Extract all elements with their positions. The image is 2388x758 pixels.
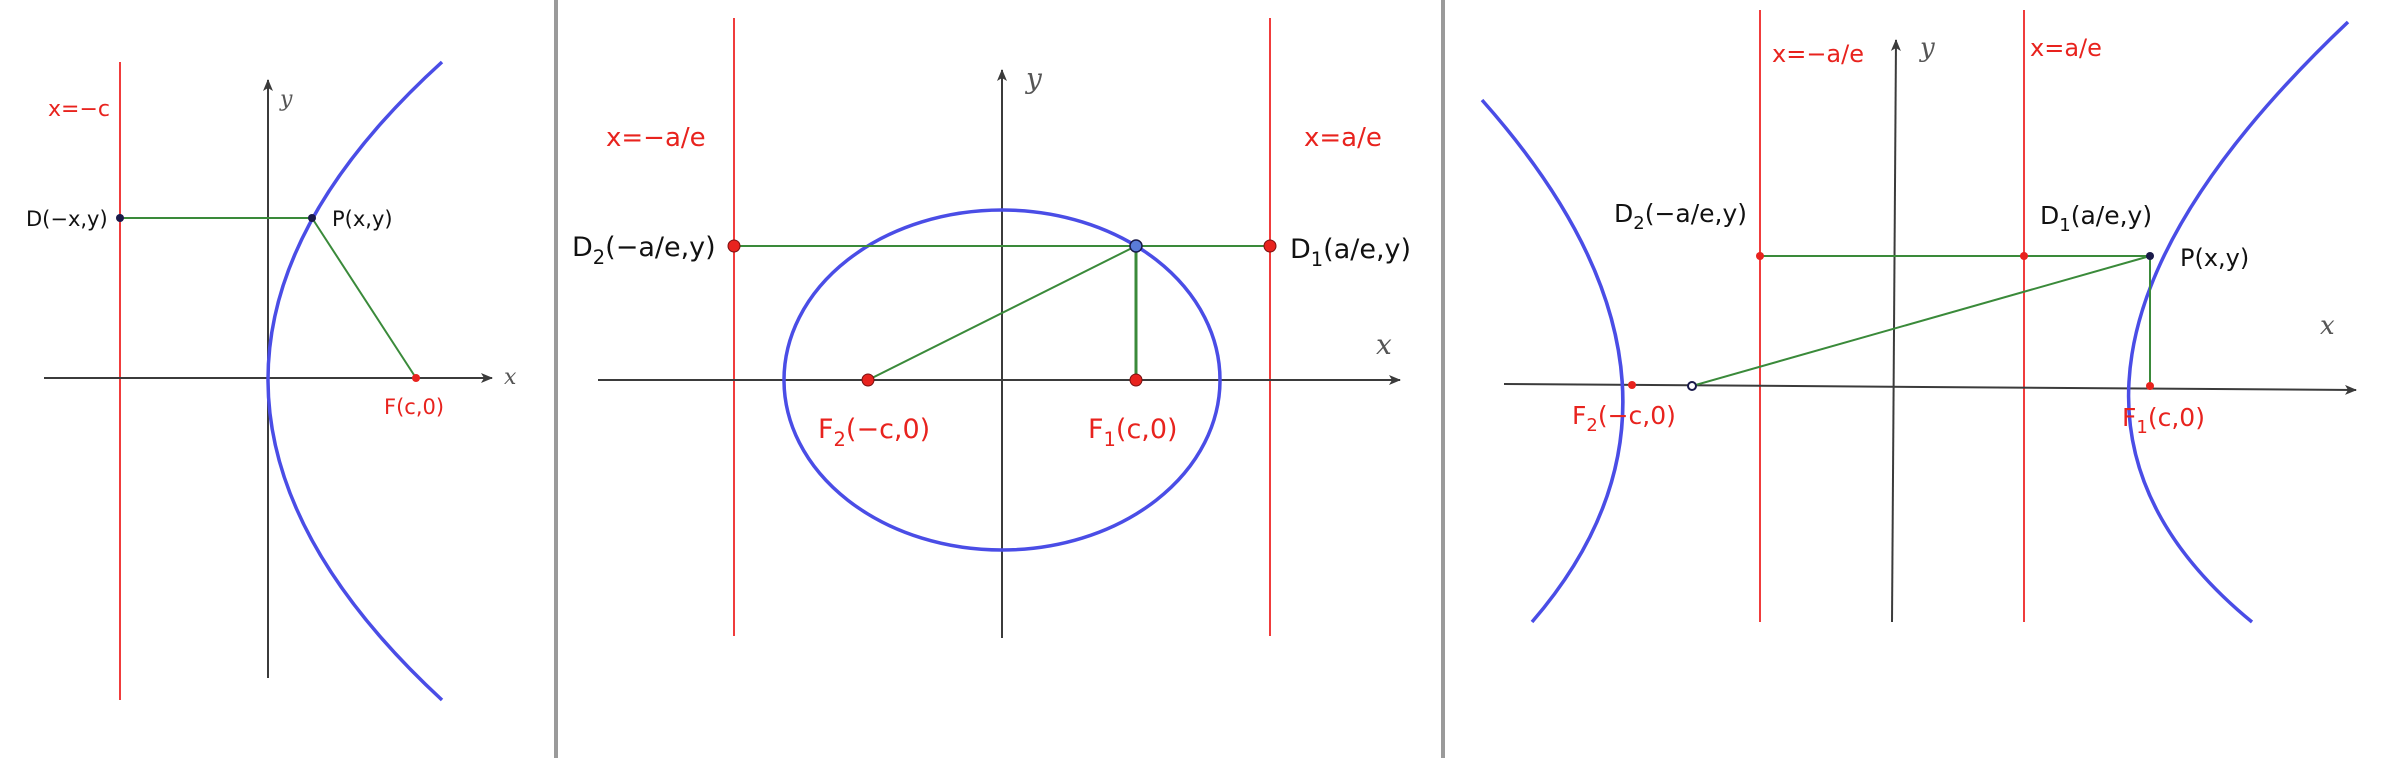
- focus-label: F(c,0): [384, 395, 444, 419]
- focus-point: [412, 374, 420, 382]
- directrix-right-label: x=a/e: [1304, 123, 1382, 153]
- focus-F1: [1129, 373, 1143, 387]
- point-D1-label: D1(a/e,y): [2040, 201, 2152, 236]
- point-D: [116, 214, 124, 222]
- segment-P-F: [311, 217, 417, 379]
- point-D2-label: D2(−a/e,y): [1614, 199, 1747, 234]
- y-axis-label: y: [1024, 62, 1043, 95]
- y-axis-label: y: [1919, 33, 1935, 63]
- point-D1-label: D1(a/e,y): [1290, 234, 1411, 271]
- directrix-left-label: x=−a/e: [1772, 40, 1864, 68]
- parabola-curve: [266, 60, 444, 702]
- focus-F2-label: F2(−c,0): [818, 414, 930, 451]
- point-D1: [1263, 239, 1277, 253]
- vertex-point: [1687, 381, 1697, 391]
- directrix-right-label: x=a/e: [2030, 34, 2102, 62]
- point-P: [1129, 239, 1143, 253]
- y-axis-label: y: [279, 87, 293, 112]
- ellipse-curve: [782, 208, 1222, 552]
- segment-F2-P: [867, 245, 1137, 381]
- focus-F1-label: F1(c,0): [2122, 403, 2205, 438]
- directrix-label: x=−c: [48, 97, 110, 122]
- x-axis-label: x: [1376, 328, 1392, 361]
- point-D1: [2020, 252, 2028, 260]
- point-P: [308, 214, 316, 222]
- point-D2: [727, 239, 741, 253]
- directrix-left-label: x=−a/e: [606, 123, 706, 153]
- x-axis-label: x: [2320, 311, 2335, 341]
- focus-F1: [2146, 382, 2154, 390]
- point-P-label: P(x,y): [332, 207, 393, 231]
- focus-F2-label: F2(−c,0): [1572, 401, 1676, 436]
- point-D2-label: D2(−a/e,y): [572, 232, 716, 269]
- hyperbola-panel: x=−a/e x=a/e D2(−a/e,y) D1(a/e,y) P(x,y)…: [1480, 10, 2357, 624]
- parabola-panel: x=−c D(−x,y) P(x,y) F(c,0) x y: [26, 60, 517, 702]
- point-D2: [1756, 252, 1764, 260]
- focus-F2: [861, 373, 875, 387]
- y-axis: [1890, 39, 1901, 623]
- hyperbola-right-branch: [2126, 20, 2350, 624]
- x-axis-label: x: [504, 365, 517, 390]
- point-P-label: P(x,y): [2180, 244, 2249, 272]
- point-P: [2146, 252, 2154, 260]
- focus-F1-label: F1(c,0): [1088, 414, 1178, 451]
- hyperbola-left-branch: [1480, 98, 1625, 624]
- focus-F2: [1628, 381, 1636, 389]
- point-D-label: D(−x,y): [26, 207, 108, 231]
- x-axis: [1503, 383, 2357, 395]
- ellipse-panel: x=−a/e x=a/e D2(−a/e,y) D1(a/e,y) F2(−c,…: [572, 18, 1411, 638]
- segment-F2-P: [1691, 255, 2151, 387]
